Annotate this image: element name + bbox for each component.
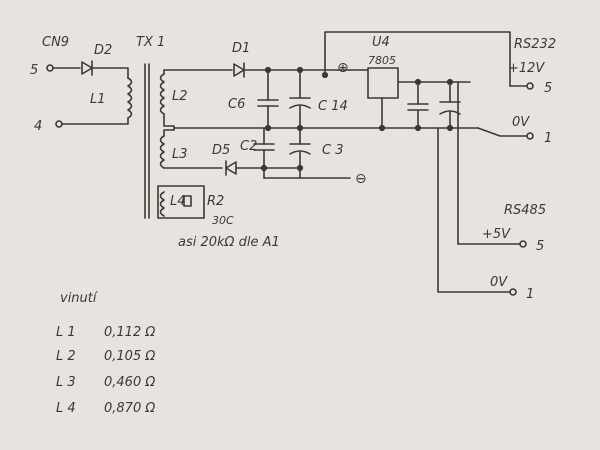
regulator-body [367, 67, 399, 99]
coil-l1 [127, 77, 133, 119]
resistor-r2-value: 30C [212, 214, 234, 227]
rs485-pin-5-label: 5 [536, 239, 544, 254]
regulator-u4-part: 7805 [368, 54, 396, 67]
capacitor-c2 [253, 127, 275, 179]
regulator-u4: U4 7805 ⊕ [324, 31, 511, 129]
capacitor-output-1 [407, 81, 429, 129]
diode-d2 [81, 60, 93, 76]
rs232-12v-label: +12V [508, 61, 545, 76]
rs485-0v-label: 0V [490, 275, 508, 290]
windings-table: vinutí L 1 0,112 Ω L 2 0,105 Ω L 3 0,460… [56, 291, 155, 416]
capacitor-c2-label: C2 [240, 139, 257, 154]
rs232-terminal-5[interactable] [526, 82, 534, 90]
wire-center-tap [163, 113, 175, 137]
coil-l4-label: L4 [170, 194, 186, 209]
positive-symbol: ⊕ [337, 60, 349, 76]
windings-title: vinutí [60, 291, 99, 306]
negative-terminal-symbol: ⊖ [355, 171, 367, 187]
winding-value: 0,112 Ω [104, 325, 155, 340]
capacitor-c14-label: C 14 [318, 99, 348, 114]
table-row: L 2 0,105 Ω [56, 349, 155, 364]
resistor-r2-label: R2 [207, 194, 224, 209]
input-pin-5-label: 5 [30, 63, 38, 78]
diode-d2-label: D2 [94, 43, 112, 58]
coil-l3-label: L3 [172, 147, 188, 162]
connector-cn9-label: CN9 [42, 35, 69, 50]
wire-12v-bypass [324, 31, 511, 87]
input-terminal-5[interactable] [46, 64, 54, 72]
regulator-u4-label: U4 [372, 35, 390, 50]
resistor-r2 [183, 195, 192, 207]
table-row: L 1 0,112 Ω [56, 325, 155, 340]
capacitor-output-2 [439, 81, 461, 129]
l4-r2-box [157, 185, 205, 219]
wire-l1-bottom [61, 117, 129, 125]
coil-l1-label: L1 [90, 92, 106, 107]
diode-d1 [233, 62, 245, 78]
rs485-output: RS485 +5V 5 0V 1 [437, 81, 546, 302]
capacitor-c6-label: C6 [228, 97, 245, 112]
coil-l3 [159, 135, 165, 169]
wire-0v-out [477, 127, 528, 137]
input-pin-4-label: 4 [34, 119, 42, 134]
rs485-5v-label: +5V [482, 227, 511, 242]
diode-d5 [225, 160, 237, 176]
rs485-pin-1-label: 1 [526, 287, 534, 302]
rs232-pin-5-label: 5 [544, 81, 552, 96]
coil-l2-label: L2 [172, 89, 188, 104]
diode-d5-label: D5 [212, 143, 230, 158]
table-row: L 3 0,460 Ω [56, 375, 155, 390]
rs232-pin-1-label: 1 [544, 131, 552, 146]
wire-d2-l1 [91, 67, 129, 79]
winding-name: L 2 [56, 349, 76, 364]
rs485-terminal-1[interactable] [509, 288, 517, 296]
coil-l2 [159, 73, 165, 115]
rs485-label: RS485 [504, 203, 546, 218]
rs232-terminal-1[interactable] [526, 132, 534, 140]
capacitor-c3 [289, 127, 311, 179]
wire-5v-out [457, 81, 521, 245]
rs485-terminal-5[interactable] [519, 240, 527, 248]
winding-name: L 3 [56, 375, 76, 390]
capacitor-c14 [289, 69, 311, 129]
winding-value: 0,460 Ω [104, 375, 155, 390]
capacitor-c6 [257, 69, 279, 129]
rs232-0v-label: 0V [512, 115, 530, 130]
rs232-label: RS232 [514, 37, 556, 52]
rs232-output: RS232 +12V 5 0V 1 [469, 37, 556, 146]
secondary-wiring: D1 C6 C 14 [163, 41, 471, 187]
transformer-tx1: TX 1 L2 L3 L4 R2 30C asi 20kΩ dle A1 [136, 35, 280, 250]
resistor-r2-note: asi 20kΩ dle A1 [178, 235, 280, 250]
input-section: CN9 D2 5 L1 4 [30, 35, 133, 134]
input-terminal-4[interactable] [55, 120, 63, 128]
wire-l2-top [163, 69, 233, 75]
wire-0v-bottom [437, 127, 511, 293]
winding-value: 0,105 Ω [104, 349, 155, 364]
capacitor-c3-label: C 3 [322, 143, 343, 158]
table-row: L 4 0,870 Ω [56, 401, 155, 416]
diode-d1-label: D1 [232, 41, 250, 56]
winding-name: L 1 [56, 325, 76, 340]
winding-value: 0,870 Ω [104, 401, 155, 416]
transformer-tx1-label: TX 1 [136, 35, 165, 50]
coil-l4 [159, 191, 165, 217]
winding-name: L 4 [56, 401, 76, 416]
